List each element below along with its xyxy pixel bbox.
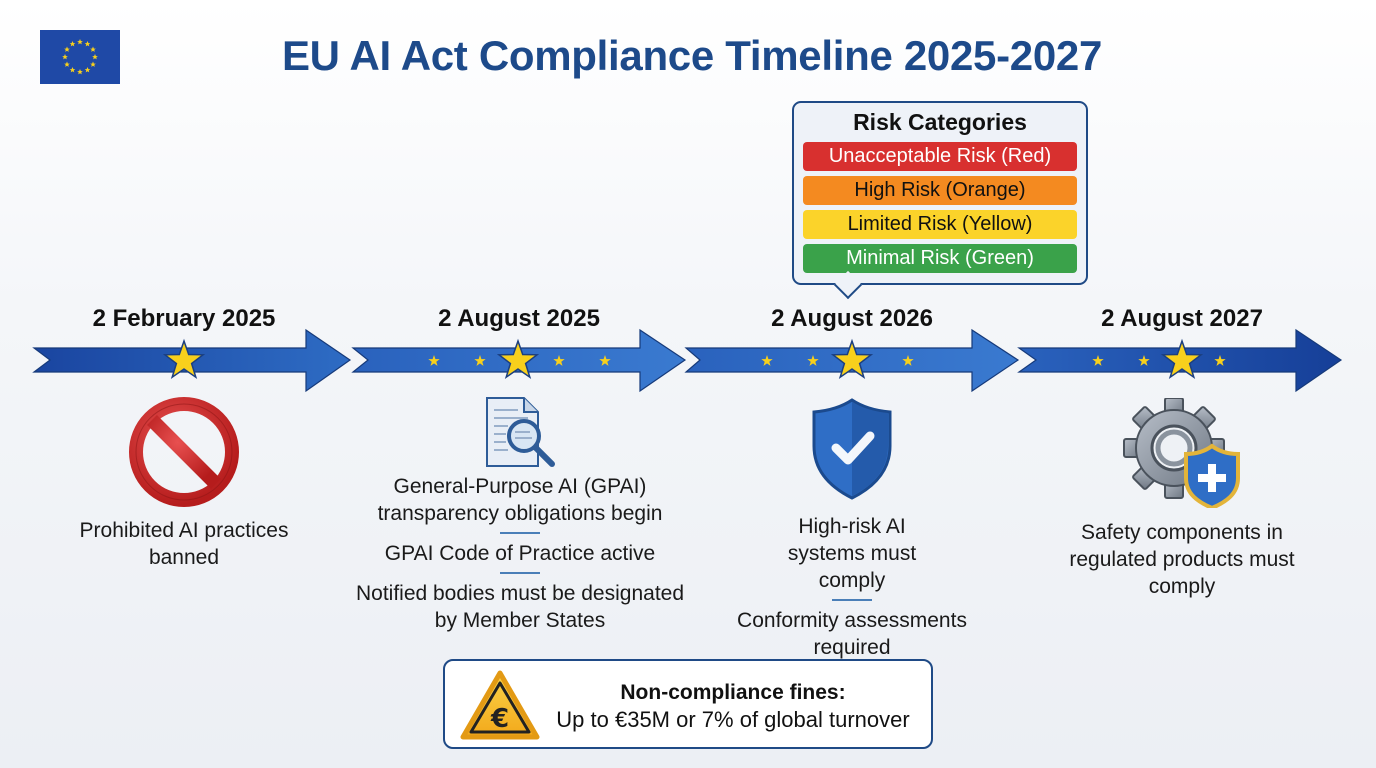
divider bbox=[500, 572, 540, 574]
milestone-2-text-2: GPAI Code of Practice active bbox=[384, 542, 656, 565]
milestone-3-text-2: Conformity assessments required bbox=[737, 609, 967, 659]
milestone-4-description: Safety components in regulated products … bbox=[1062, 519, 1302, 600]
risk-item-limited: Limited Risk (Yellow) bbox=[803, 210, 1077, 239]
gear-shield-icon bbox=[1120, 397, 1244, 511]
milestone-1-text: Prohibited AI practices banned bbox=[79, 519, 289, 569]
milestone-2-text-1: General-Purpose AI (GPAI) transparency o… bbox=[377, 475, 663, 525]
milestone-date-3: 2 August 2026 bbox=[771, 305, 933, 332]
divider bbox=[832, 599, 872, 601]
milestone-2-description: General-Purpose AI (GPAI) transparency o… bbox=[350, 473, 690, 634]
milestone-date-2: 2 August 2025 bbox=[438, 305, 600, 332]
milestone-date-1: 2 February 2025 bbox=[92, 305, 276, 332]
risk-categories-legend: Risk Categories Unacceptable Risk (Red) … bbox=[792, 101, 1088, 285]
prohibited-icon bbox=[128, 396, 240, 508]
timeline-arrows bbox=[32, 328, 1343, 393]
milestone-2-text-3: Notified bodies must be designated by Me… bbox=[355, 582, 685, 632]
milestone-3-description: High-risk AI systems must comply Conform… bbox=[712, 513, 992, 661]
divider bbox=[500, 532, 540, 534]
page-title: EU AI Act Compliance Timeline 2025-2027 bbox=[281, 32, 1103, 79]
fines-notice: € Non-compliance fines: Up to €35M or 7%… bbox=[443, 659, 933, 749]
eu-flag-icon bbox=[40, 30, 120, 84]
milestone-1-description: Prohibited AI practices banned bbox=[64, 517, 304, 571]
fines-detail: Up to €35M or 7% of global turnover bbox=[556, 707, 910, 732]
svg-text:€: € bbox=[490, 704, 509, 734]
risk-item-high: High Risk (Orange) bbox=[803, 176, 1077, 205]
milestone-3-text-1: High-risk AI systems must comply bbox=[787, 515, 917, 592]
risk-item-minimal: Minimal Risk (Green) bbox=[803, 244, 1077, 273]
risk-item-unacceptable: Unacceptable Risk (Red) bbox=[803, 142, 1077, 171]
risk-categories-title: Risk Categories bbox=[853, 109, 1027, 135]
document-search-icon bbox=[484, 396, 560, 472]
euro-warning-icon: € bbox=[459, 669, 541, 743]
milestone-4-text: Safety components in regulated products … bbox=[1069, 521, 1295, 598]
milestone-date-4: 2 August 2027 bbox=[1101, 305, 1263, 332]
fines-title: Non-compliance fines: bbox=[620, 681, 846, 704]
shield-check-icon bbox=[810, 398, 894, 500]
